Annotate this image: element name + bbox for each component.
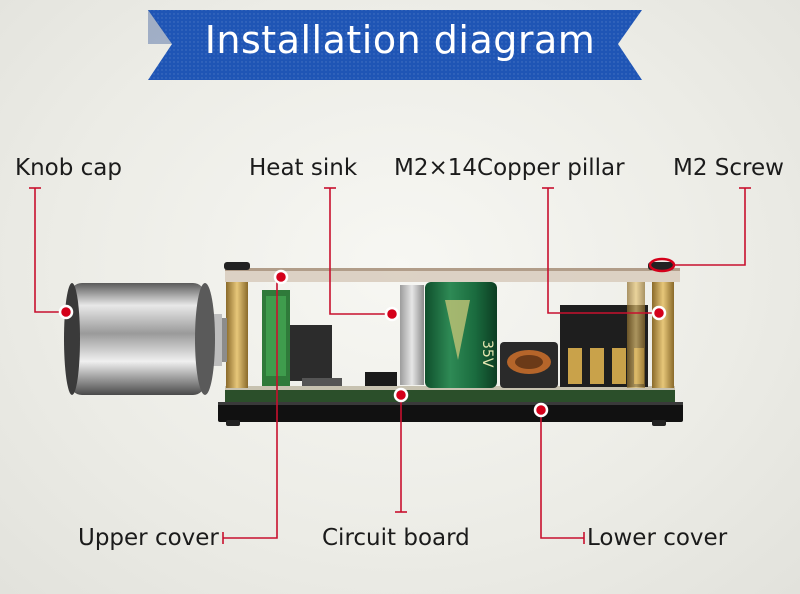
label-lower-cover: Lower cover <box>587 525 728 551</box>
marker-heat-sink <box>384 306 400 322</box>
marker-copper-pillar <box>651 305 667 321</box>
label-circuit-board: Circuit board <box>322 525 470 551</box>
inductor <box>500 342 558 388</box>
circuit-board-pcb <box>225 386 675 402</box>
copper-pillar-left <box>224 262 250 388</box>
lower-cover-panel <box>218 402 683 422</box>
leader-m2-screw <box>674 188 746 266</box>
label-upper-cover: Upper cover <box>78 525 219 551</box>
label-copper-pillar: M2×14Copper pillar <box>394 155 625 181</box>
leader-upper-cover <box>223 277 278 539</box>
marker-circuit-board <box>393 387 409 403</box>
knob <box>64 283 215 395</box>
leader-knob-cap <box>34 188 66 313</box>
page-title: Installation diagram <box>204 18 596 62</box>
marker-m2-screw-ring <box>648 257 676 273</box>
leader-lines <box>29 187 751 544</box>
upper-cover-panel <box>225 268 680 282</box>
electrolytic-capacitor: 35V <box>425 282 497 388</box>
marker-upper-cover <box>273 269 289 285</box>
marker-lower-cover <box>533 402 549 418</box>
heat-sink-part <box>262 285 424 386</box>
title-banner <box>148 10 642 80</box>
leader-lower-cover <box>540 410 584 539</box>
marker-knob-cap <box>58 304 74 320</box>
capacitor-rating: 35V <box>479 340 495 368</box>
label-knob-cap: Knob cap <box>15 155 122 181</box>
leader-heat-sink <box>329 188 392 315</box>
label-heat-sink: Heat sink <box>249 155 358 181</box>
label-m2-screw: M2 Screw <box>673 155 784 181</box>
leader-copper-pillar <box>547 188 658 314</box>
markers <box>58 269 667 418</box>
